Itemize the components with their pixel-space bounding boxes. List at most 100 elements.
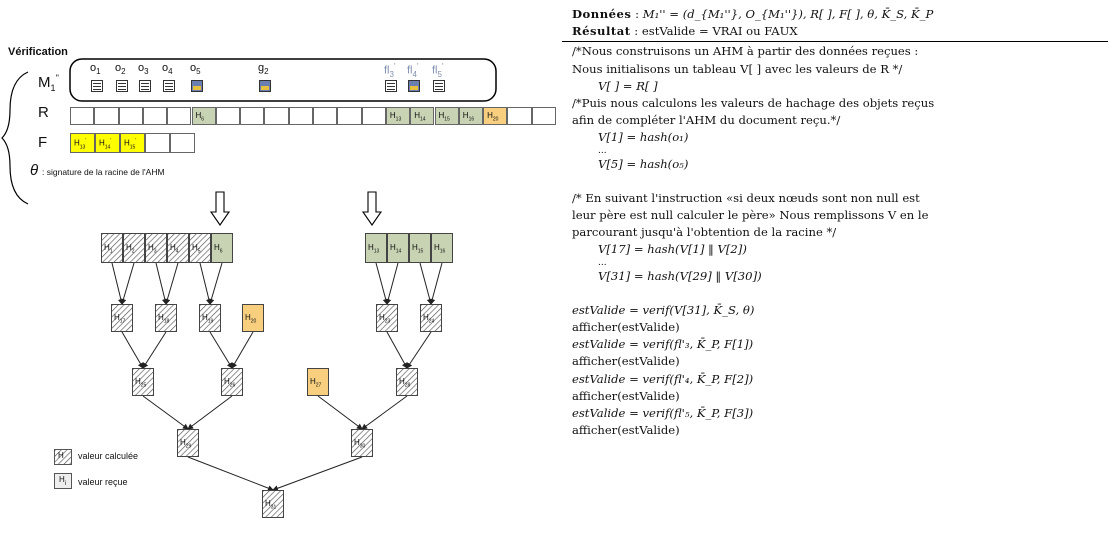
tree-edge xyxy=(155,262,168,305)
diagram-title: Vérification xyxy=(8,46,68,58)
tree-node: H3 xyxy=(145,233,167,263)
tree-edge xyxy=(419,262,433,305)
tree-edge xyxy=(406,331,432,369)
doc-line-icon xyxy=(165,89,173,90)
verification-diagram: Vérification M1'' R F θ : signature de l… xyxy=(1,46,556,518)
r-cell xyxy=(94,107,119,125)
doc-line-icon xyxy=(118,83,126,84)
object-label: o4 xyxy=(162,62,173,77)
hatch-fill xyxy=(263,491,283,517)
tree-edge xyxy=(429,262,443,305)
tree-node: H18 xyxy=(155,304,177,332)
r-cell: H15 xyxy=(434,107,459,125)
hatch-fill xyxy=(190,234,210,262)
image-icon xyxy=(191,80,203,92)
r-cell xyxy=(264,107,289,125)
ellipsis-2: ... xyxy=(598,257,607,268)
r-cell xyxy=(507,107,532,125)
resultat-line: Résultat : estValide = VRAI ou FAUX xyxy=(572,24,798,39)
tree-node: H26 xyxy=(221,368,243,396)
down-arrow-left xyxy=(209,191,231,226)
tree-edge xyxy=(231,331,254,369)
f-cell: H15' xyxy=(120,133,145,153)
tree-edge xyxy=(361,395,408,430)
object-label: o1 xyxy=(90,62,101,77)
tree-edge xyxy=(209,331,233,369)
tree-edge xyxy=(375,262,389,305)
object-label: fl4' xyxy=(407,62,419,79)
doc-line-icon xyxy=(141,83,149,84)
doc-line-icon xyxy=(435,89,443,90)
afficher-4: afficher(estValide) xyxy=(572,423,680,438)
image-fill-icon xyxy=(193,86,201,90)
f-cell xyxy=(145,133,170,153)
stmt-init: V[ ] = R[ ] xyxy=(598,78,658,93)
tree-node: H27 xyxy=(307,368,329,396)
doc-line-icon xyxy=(435,83,443,84)
hatch-fill xyxy=(168,234,188,262)
r-cell xyxy=(337,107,362,125)
hatch-fill xyxy=(124,234,144,262)
hatch-fill xyxy=(178,430,198,456)
stmt-hash-o1: V[1] = hash(o₁) xyxy=(598,130,689,145)
doc-line-icon xyxy=(93,89,101,90)
document-icon xyxy=(116,80,128,92)
tree-node: H17 xyxy=(111,304,133,332)
verif-root: estValide = verif(V[31], K̄_S, θ) xyxy=(572,302,755,317)
tree-edge xyxy=(187,395,233,430)
tree-edge xyxy=(121,331,144,369)
comment-1a: /*Nous construisons un AHM à partir des … xyxy=(572,44,919,59)
tree-node: H25 xyxy=(132,368,154,396)
tree-edge xyxy=(385,262,399,305)
row-label-f: F xyxy=(38,134,48,151)
afficher-3: afficher(estValide) xyxy=(572,388,680,403)
theta-caption: : signature de la racine de l'AHM xyxy=(42,167,165,177)
tree-edge xyxy=(386,331,408,369)
stmt-v17: V[17] = hash(V[1] ‖ V[2]) xyxy=(598,242,747,257)
verif-fl5: estValide = verif(fl'₅, K̄_P, F[3]) xyxy=(572,406,754,421)
f-cell xyxy=(170,133,195,153)
tree-edge xyxy=(164,262,179,305)
r-cell xyxy=(215,107,241,125)
doc-line-icon xyxy=(118,89,126,90)
down-arrow-right xyxy=(361,191,383,226)
legend-calc-swatch: H xyxy=(54,449,72,465)
doc-line-icon xyxy=(118,86,126,87)
r-cell: H13 xyxy=(385,107,411,125)
f-cell: H14' xyxy=(95,133,120,153)
r-cell xyxy=(288,107,313,125)
r-cell xyxy=(167,107,192,125)
verif-fl4: estValide = verif(fl'₄, K̄_P, F[2]) xyxy=(572,371,754,386)
image-fill-icon xyxy=(410,86,418,90)
r-cell: H16 xyxy=(458,107,484,125)
tree-node: H4 xyxy=(167,233,189,263)
hatch-fill xyxy=(112,305,132,331)
tree-node: H1 xyxy=(101,233,123,263)
tree-node: H31 xyxy=(262,490,284,518)
r-cell xyxy=(531,107,556,125)
tree-edge xyxy=(187,456,274,491)
comment-2a: /*Puis nous calculons les valeurs de hac… xyxy=(572,96,935,111)
image-icon xyxy=(408,80,420,92)
image-fill-icon xyxy=(261,86,269,90)
r-cell xyxy=(118,107,143,125)
r-cell xyxy=(142,107,168,125)
tree-node: H19 xyxy=(199,304,221,332)
row-label-theta: θ xyxy=(30,162,39,179)
donnees-line: Données : M₁'' = (d_{M₁''}, O_{M₁''}), R… xyxy=(572,7,934,21)
tree-edge xyxy=(272,456,363,492)
tree-edge xyxy=(111,262,124,305)
tree-node: H24 xyxy=(420,304,442,332)
r-cell: H20 xyxy=(483,107,508,125)
legend-calc-label: valeur calculée xyxy=(78,451,139,461)
hatch-fill xyxy=(377,305,397,331)
tree-node: H28 xyxy=(396,368,418,396)
tree-node: H16 xyxy=(431,233,453,263)
afficher-1: afficher(estValide) xyxy=(572,320,680,335)
hatch-fill xyxy=(222,369,242,395)
tree-node: H6 xyxy=(211,233,233,263)
object-label: o3 xyxy=(138,62,149,77)
hatch-fill xyxy=(102,234,122,262)
doc-line-icon xyxy=(93,83,101,84)
